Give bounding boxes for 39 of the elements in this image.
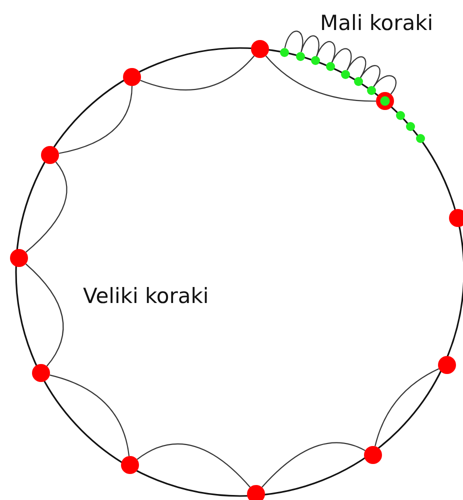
large-dot xyxy=(364,446,382,464)
caption-text: Mali koraki xyxy=(320,13,434,34)
large-dot xyxy=(376,92,394,110)
loop-arc xyxy=(300,35,320,57)
small-dot xyxy=(280,48,288,57)
large-dot xyxy=(121,456,139,474)
curved-line xyxy=(374,368,440,446)
small-dot xyxy=(340,70,350,79)
small-dot xyxy=(310,56,320,66)
small-dot xyxy=(396,110,404,120)
loop-arc xyxy=(360,65,380,87)
curved-line xyxy=(26,162,68,253)
large-dot xyxy=(449,209,463,227)
large-dot xyxy=(41,146,59,164)
large-dot xyxy=(10,249,28,267)
small-dot xyxy=(366,86,376,95)
loop-arc xyxy=(284,30,304,52)
small-dot xyxy=(296,52,304,61)
curved-line xyxy=(265,55,376,102)
large-dot xyxy=(438,356,456,374)
curved-line xyxy=(50,374,130,456)
small-dot xyxy=(326,62,334,72)
small-dot xyxy=(354,77,362,86)
curved-line xyxy=(140,56,255,90)
curved-line xyxy=(262,442,366,488)
loop-arc xyxy=(346,56,366,78)
curved-line xyxy=(136,444,250,488)
large-dot xyxy=(251,40,269,58)
loop-arc xyxy=(316,41,336,63)
large-dot xyxy=(247,485,265,500)
small-dot xyxy=(406,122,414,131)
loop-arc xyxy=(331,48,352,70)
curved-line xyxy=(25,264,64,366)
curved-line xyxy=(58,86,133,154)
caption-text: Veliki koraki xyxy=(83,286,209,307)
large-dot xyxy=(32,364,50,382)
large-dot xyxy=(123,68,141,86)
loop-arc xyxy=(373,75,396,94)
small-dot xyxy=(416,134,424,144)
